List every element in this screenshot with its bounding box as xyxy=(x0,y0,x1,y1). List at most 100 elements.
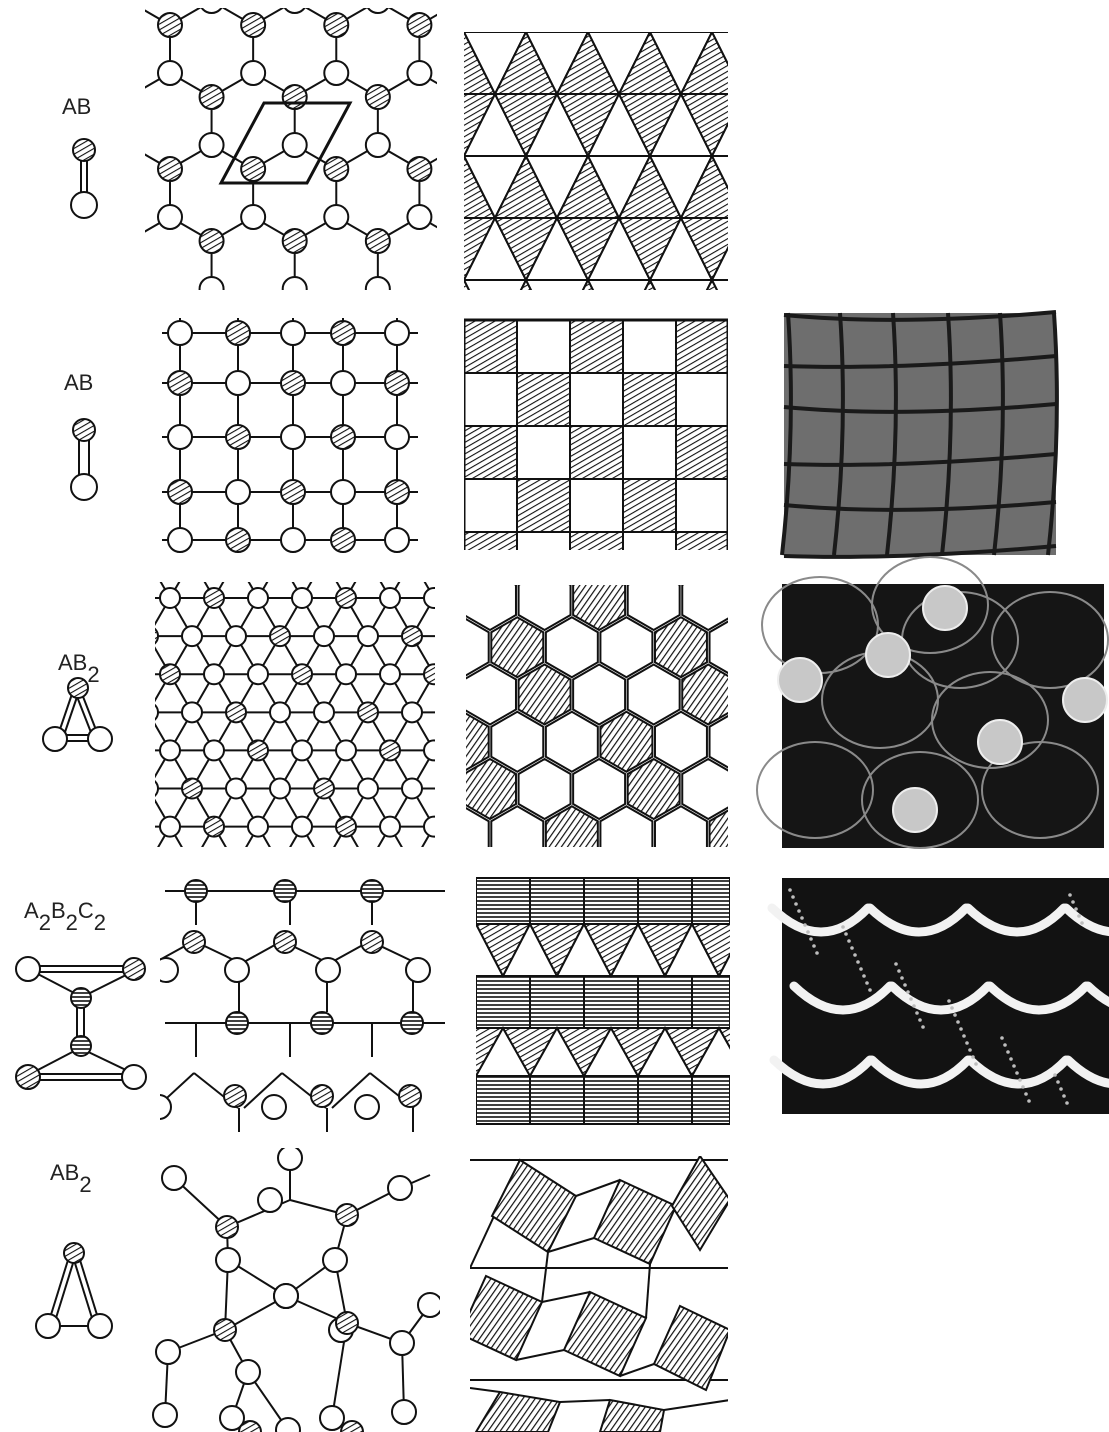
square-tile xyxy=(517,479,570,532)
atom-b xyxy=(116,0,140,13)
atom-b xyxy=(262,1095,286,1119)
atom-b xyxy=(274,1284,298,1308)
hexagon-tile xyxy=(600,617,652,677)
atom-b xyxy=(323,1248,347,1272)
atom-a xyxy=(385,371,409,395)
bond-line xyxy=(419,433,461,457)
triangle-tile xyxy=(774,218,836,280)
atom-a xyxy=(200,229,224,253)
bond-line xyxy=(434,712,456,750)
atom-b xyxy=(358,626,378,646)
atom-b xyxy=(158,205,182,229)
atom-b xyxy=(153,1403,177,1427)
hexagon-tile xyxy=(546,617,598,677)
atom-a xyxy=(361,880,383,902)
atom-a xyxy=(116,373,140,397)
bond-line xyxy=(456,865,478,903)
atom-b xyxy=(248,588,268,608)
atom-b xyxy=(390,1331,414,1355)
atom-b xyxy=(204,740,224,760)
bond-line xyxy=(434,827,456,865)
atom-a xyxy=(241,157,265,181)
speckle xyxy=(1074,907,1078,911)
atom-a xyxy=(160,664,180,684)
square-tile xyxy=(570,532,623,585)
molecule-row-5 xyxy=(36,1243,112,1338)
hexagon-tile xyxy=(655,617,707,677)
atom-a xyxy=(214,1319,236,1341)
hexagon-tile xyxy=(437,806,489,866)
atom-b xyxy=(138,779,158,799)
speckle xyxy=(1006,1050,1010,1054)
speckle xyxy=(900,976,904,980)
speckle xyxy=(1080,921,1084,925)
speckle xyxy=(918,1018,922,1022)
triangle-tile xyxy=(805,156,867,218)
atom-b xyxy=(532,0,556,13)
atom-b xyxy=(158,349,182,373)
speckle xyxy=(1000,1036,1004,1040)
atom-b xyxy=(248,664,268,684)
atom-b xyxy=(380,817,400,837)
atom-b xyxy=(281,528,305,552)
hexagon-tile xyxy=(710,712,762,772)
atom-b xyxy=(116,664,136,684)
hexagon-tile xyxy=(628,665,680,725)
triangle-tile xyxy=(805,32,867,94)
atom-a xyxy=(226,702,246,722)
atom-b xyxy=(336,740,356,760)
speckle xyxy=(1003,1043,1007,1047)
atom-a xyxy=(274,880,296,902)
atom-b xyxy=(281,425,305,449)
speckle xyxy=(1009,1057,1013,1061)
atom-b xyxy=(276,1418,300,1432)
speckle xyxy=(974,1062,978,1066)
atom-b xyxy=(392,1400,416,1424)
atom-a xyxy=(324,157,348,181)
atom-b xyxy=(407,205,431,229)
square-tile xyxy=(676,320,729,373)
atom-b xyxy=(358,779,378,799)
atom-b xyxy=(116,277,140,301)
speckle xyxy=(912,1004,916,1008)
atom-b xyxy=(314,855,334,875)
atom-b xyxy=(160,588,180,608)
atom-a xyxy=(385,480,409,504)
hexagon-tile xyxy=(628,759,680,819)
atom-a xyxy=(402,855,422,875)
atom-a xyxy=(75,13,99,37)
atom-b xyxy=(407,349,431,373)
bond-line xyxy=(126,560,148,598)
atom-a xyxy=(224,1085,246,1107)
atom-a xyxy=(331,425,355,449)
atom-a xyxy=(158,13,182,37)
atom-b xyxy=(316,958,340,982)
atom-a xyxy=(75,301,99,325)
hexagon-tile xyxy=(573,665,625,725)
speckle xyxy=(909,997,913,1001)
square-tile xyxy=(570,373,623,426)
bond-line xyxy=(148,865,170,903)
atom-a xyxy=(331,528,355,552)
atom-a xyxy=(270,855,290,875)
atom-b xyxy=(147,1095,171,1119)
checkerboard-tiling-row-2 xyxy=(464,320,729,585)
atom-b xyxy=(226,480,250,504)
atom-b xyxy=(385,425,409,449)
atom-b xyxy=(226,550,246,570)
atom-a xyxy=(281,480,305,504)
speckle xyxy=(1018,1078,1022,1082)
bond-line xyxy=(104,598,126,636)
hexagon-tile xyxy=(464,665,516,725)
triangle-tile xyxy=(743,32,805,94)
square-tile xyxy=(464,532,517,585)
speckle xyxy=(1012,1064,1016,1068)
square-tile xyxy=(517,373,570,426)
bond-line xyxy=(503,1,545,25)
atom-b xyxy=(200,421,224,445)
atom-b xyxy=(292,817,312,837)
atom-a xyxy=(138,855,158,875)
atom-b xyxy=(402,702,422,722)
atom-b xyxy=(615,0,639,13)
hexagon-tile xyxy=(491,806,543,866)
